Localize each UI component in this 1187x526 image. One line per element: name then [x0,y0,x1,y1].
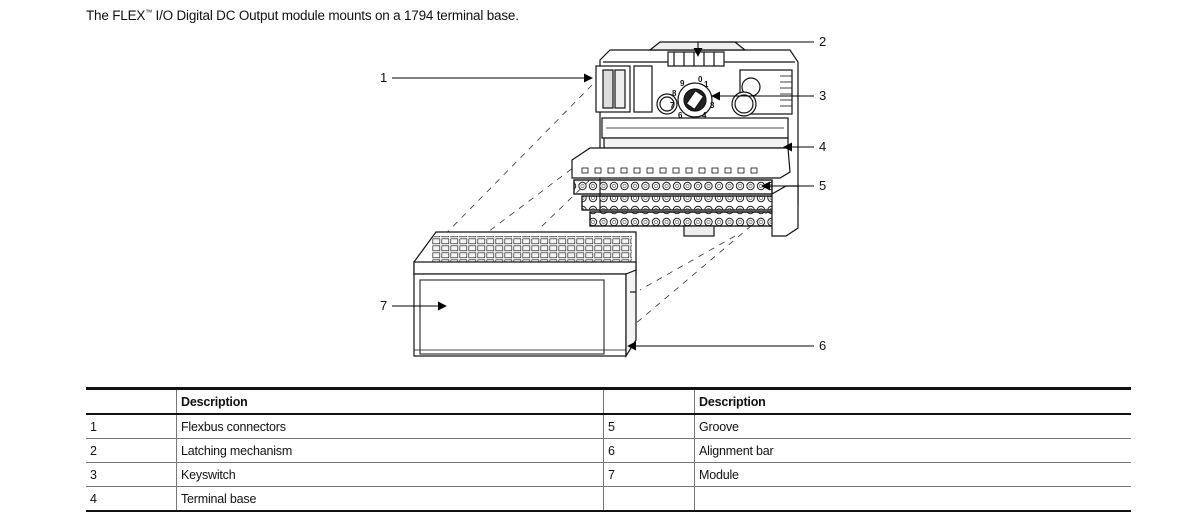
table-row: 1 Flexbus connectors 5 Groove [86,414,1131,439]
key-digit: 6 [678,111,683,120]
header-description-left: Description [176,387,604,415]
component-legend-table: Description Description 1 Flexbus connec… [86,387,1131,512]
item-description: Groove [694,414,1131,439]
intro-text-before: The FLEX [86,8,146,23]
key-digit: 1 [704,80,709,89]
callout-5: 5 [819,178,827,193]
module-mounting-diagram: 0 1 3 4 6 7 8 9 [392,41,814,359]
key-digit: 9 [680,79,685,88]
intro-sentence: The FLEX™ I/O Digital DC Output module m… [86,8,519,23]
item-description: Alignment bar [694,438,1131,463]
terminal-base [571,41,799,237]
header-number-left [86,387,177,415]
item-number: 7 [603,462,695,487]
table-row: 2 Latching mechanism 6 Alignment bar [86,438,1131,463]
item-number: 4 [86,486,177,512]
item-number: 5 [603,414,695,439]
item-number: 2 [86,438,177,463]
flexbus-connector [595,65,653,113]
keyswitch [677,82,713,118]
callout-leaders [392,41,814,351]
callout-2: 2 [819,34,827,49]
item-number [603,486,695,512]
key-digit: 0 [698,75,703,84]
intro-text-after: I/O Digital DC Output module mounts on a… [152,8,519,23]
key-digit: 3 [710,101,715,110]
item-description: Latching mechanism [176,438,604,463]
callout-1: 1 [380,70,388,85]
callout-3: 3 [819,88,827,103]
item-number: 1 [86,414,177,439]
table-row: 4 Terminal base [86,486,1131,512]
module [413,231,637,359]
item-description: Module [694,462,1131,487]
callout-4: 4 [819,139,827,154]
callout-7: 7 [380,298,388,313]
callout-6: 6 [819,338,827,353]
key-digit: 7 [670,101,675,110]
key-digit: 4 [702,111,707,120]
item-number: 6 [603,438,695,463]
trademark-symbol: ™ [145,9,152,17]
table-row: 3 Keyswitch 7 Module [86,462,1131,487]
keyswitch-digits: 0 1 3 4 6 7 8 9 [670,75,715,120]
header-description-right: Description [694,387,1131,415]
item-description: Flexbus connectors [176,414,604,439]
item-description: Terminal base [176,486,604,512]
item-description: Keyswitch [176,462,604,487]
item-description [694,486,1131,512]
item-number: 3 [86,462,177,487]
table-header-row: Description Description [86,387,1131,415]
key-digit: 8 [672,89,677,98]
header-number-right [603,387,695,415]
